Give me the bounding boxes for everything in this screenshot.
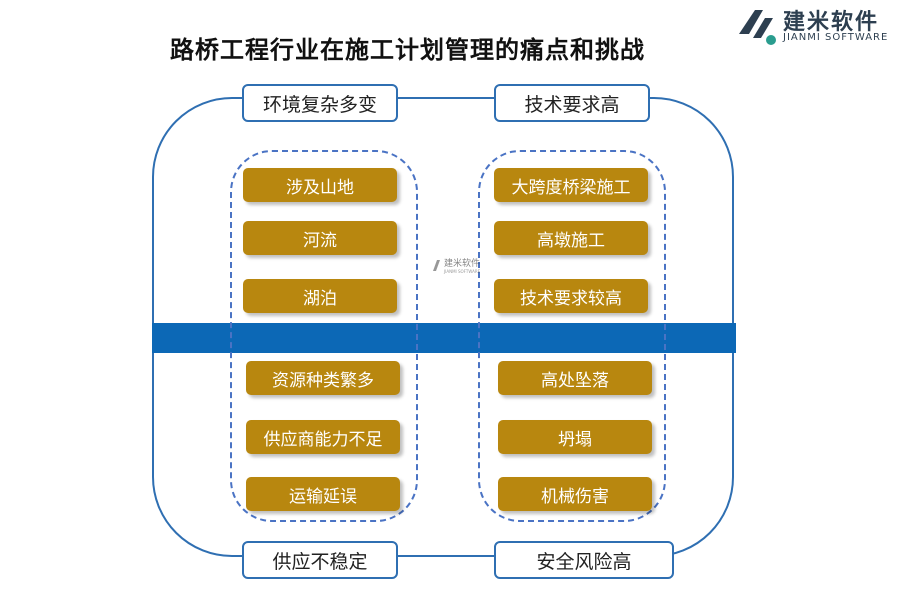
item-mountain: 涉及山地 bbox=[243, 168, 397, 202]
logo: 建米软件 JIANMI SOFTWARE bbox=[735, 2, 900, 50]
page-title: 路桥工程行业在施工计划管理的痛点和挑战 bbox=[170, 35, 645, 64]
item-long-span-bridge: 大跨度桥梁施工 bbox=[494, 168, 648, 202]
item-high-pier: 高墩施工 bbox=[494, 221, 648, 255]
item-fall-from-height: 高处坠落 bbox=[498, 361, 652, 395]
category-safety: 安全风险高 bbox=[494, 541, 674, 579]
logo-subtitle: JIANMI SOFTWARE bbox=[783, 32, 889, 43]
center-band bbox=[152, 323, 736, 353]
item-high-technical-req: 技术要求较高 bbox=[494, 279, 648, 313]
item-lake: 湖泊 bbox=[243, 279, 397, 313]
item-resource-variety: 资源种类繁多 bbox=[246, 361, 400, 395]
group-right bbox=[478, 150, 666, 522]
logo-icon bbox=[739, 10, 776, 45]
item-supplier-capacity: 供应商能力不足 bbox=[246, 420, 400, 454]
watermark-icon bbox=[433, 260, 440, 271]
category-environment: 环境复杂多变 bbox=[242, 84, 398, 122]
item-river: 河流 bbox=[243, 221, 397, 255]
category-technology: 技术要求高 bbox=[494, 84, 650, 122]
item-transport-delay: 运输延误 bbox=[246, 477, 400, 511]
watermark-subtitle: JIANMI SOFTWARE bbox=[444, 269, 481, 274]
watermark: 建米软件 JIANMI SOFTWARE bbox=[432, 256, 482, 282]
category-supply: 供应不稳定 bbox=[242, 541, 398, 579]
logo-name: 建米软件 bbox=[783, 10, 880, 35]
group-left bbox=[230, 150, 418, 522]
item-collapse: 坍塌 bbox=[498, 420, 652, 454]
watermark-name: 建米软件 bbox=[444, 259, 481, 269]
item-machinery-injury: 机械伤害 bbox=[498, 477, 652, 511]
